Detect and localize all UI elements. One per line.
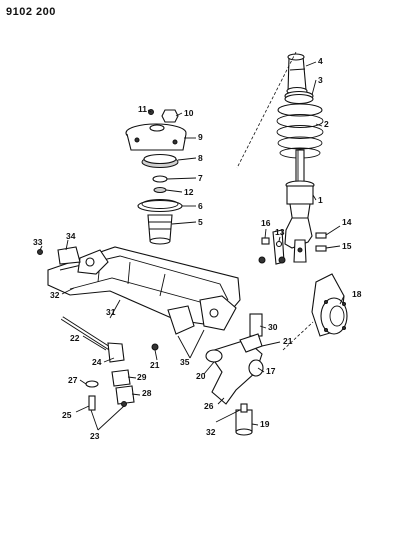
callout-7: 7 [198,173,203,183]
callout-31: 31 [106,307,116,317]
small-parts [85,369,135,411]
callout-21: 21 [283,336,293,346]
callout-16: 16 [261,218,271,228]
callout-25: 25 [62,410,72,420]
callout-28: 28 [142,388,152,398]
strut-assembly [276,53,324,263]
coil-spring [276,103,324,159]
callout-30: 30 [268,322,278,332]
callout-24: 24 [92,357,102,367]
callout-19: 19 [260,419,270,429]
leader-lines [39,61,345,431]
callout-32: 32 [206,427,216,437]
callout-34: 34 [66,231,76,241]
callout-5: 5 [198,217,203,227]
strut-mount-bolts [258,229,327,265]
callout-10: 10 [184,108,194,118]
lower-control-arm [205,333,264,405]
knuckle-hub [311,273,348,337]
callout-23: 23 [90,431,100,441]
upper-mount-stack [125,109,187,245]
crossmember [47,246,263,337]
bracket-34 [57,246,81,265]
document-id: 9102 200 [6,6,56,18]
callout-8: 8 [198,153,203,163]
callout-11: 11 [138,104,147,114]
callout-6: 6 [198,201,203,211]
leader-dash [236,51,297,169]
callout-26: 26 [204,401,214,411]
callout-12: 12 [184,187,194,197]
callout-2: 2 [324,119,329,129]
callout-20: 20 [196,371,206,381]
callout-17: 17 [266,366,276,376]
callout-29: 29 [137,372,147,382]
leader-dash [282,321,314,351]
callout-33: 33 [33,237,43,247]
callout-13: 13 [275,227,285,237]
callout-21: 21 [150,360,160,370]
callout-32: 32 [50,290,60,300]
stabilizer-bar [60,316,159,363]
ball-joint [235,403,253,436]
callout-35: 35 [180,357,190,367]
callout-14: 14 [342,217,352,227]
callout-22: 22 [70,333,80,343]
callout-4: 4 [318,56,323,66]
callout-18: 18 [352,289,362,299]
callout-9: 9 [198,132,203,142]
bolt-33 [37,249,43,255]
callout-1: 1 [318,195,323,205]
callout-27: 27 [68,375,78,385]
callout-15: 15 [342,241,352,251]
callout-3: 3 [318,75,323,85]
